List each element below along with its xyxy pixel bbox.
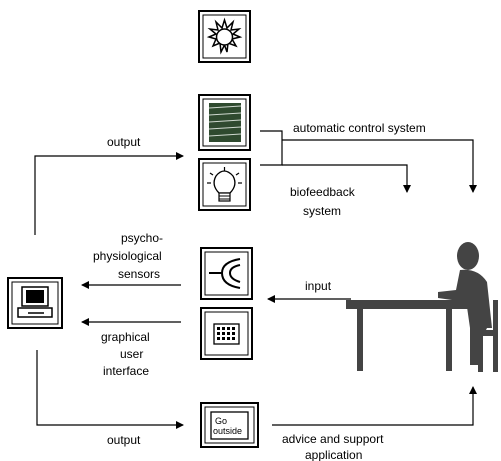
sun-icon <box>198 10 251 63</box>
label-output-top: output <box>107 135 141 149</box>
label-advice-2: application <box>305 448 362 461</box>
label-advice-1: advice and support <box>282 432 384 446</box>
label-biofeedback-1: biofeedback <box>290 185 356 199</box>
keypad-icon <box>200 307 253 360</box>
sensor-icon <box>200 247 253 300</box>
screen-text-go: Go <box>215 416 227 426</box>
label-psycho-3: sensors <box>118 267 160 281</box>
label-automatic-control: automatic control system <box>293 121 426 135</box>
connectors <box>34 130 477 429</box>
label-psycho-2: physiological <box>93 249 162 263</box>
label-gui-3: interface <box>103 364 149 378</box>
label-gui-2: user <box>120 347 143 361</box>
label-psycho-1: psycho- <box>121 231 163 245</box>
label-output-bottom: output <box>107 433 141 447</box>
lightbulb-icon <box>198 158 251 211</box>
label-input: input <box>305 279 332 293</box>
screen-text-outside: outside <box>213 426 242 436</box>
person-at-desk-icon <box>346 242 498 372</box>
label-gui-1: graphical <box>101 330 150 344</box>
blinds-icon <box>198 94 251 151</box>
computer-icon <box>7 277 63 329</box>
label-biofeedback-2: system <box>303 204 341 218</box>
advice-screen-icon: Go outside <box>200 402 259 448</box>
